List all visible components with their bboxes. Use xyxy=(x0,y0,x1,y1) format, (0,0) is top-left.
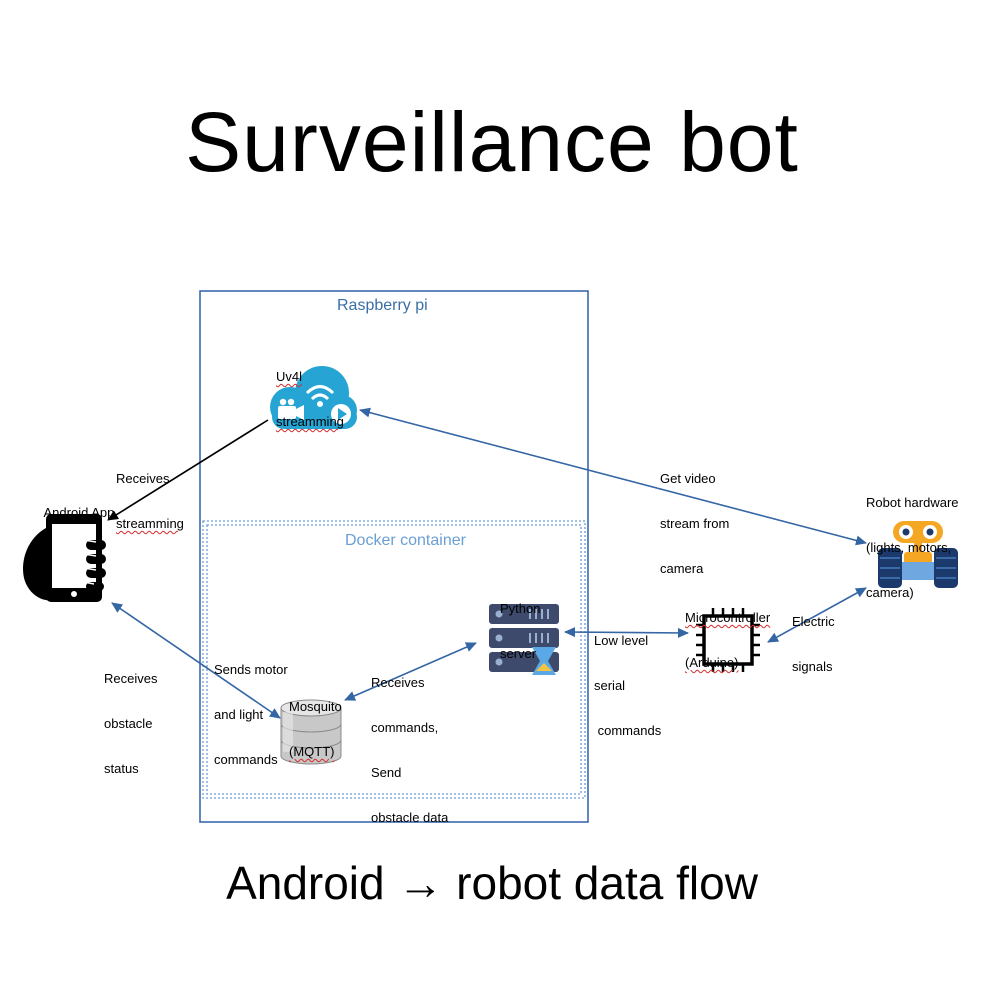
database-icon xyxy=(280,699,342,765)
edge-android-mosquito xyxy=(111,602,281,719)
chip-icon xyxy=(696,608,760,672)
robot-hardware-label: Robot hardware (lights, motors, camera) xyxy=(866,495,959,600)
edge-microcontroller-robot xyxy=(767,587,867,643)
footer-title: Android → robot data flow xyxy=(226,857,758,909)
android-app-label: Android App xyxy=(43,505,115,520)
smartphone-icon xyxy=(22,514,106,602)
docker-container-box xyxy=(202,520,586,799)
mosquito-label: Mosquito (MQTT) xyxy=(289,699,342,759)
microcontroller-label: Microcontroller (Arduino) xyxy=(685,610,771,670)
edge-label-receives-commands: Receives commands, Send obstacle data xyxy=(371,675,449,825)
edge-uv4l-robot xyxy=(359,407,867,546)
docker-container-label: Docker container xyxy=(345,532,466,549)
edge-label-get-video: Get video stream from camera xyxy=(660,471,730,576)
raspberry-pi-label: Raspberry pi xyxy=(337,297,428,314)
edge-mosquito-python xyxy=(344,642,477,701)
edge-label-electric-signals: Electric signals xyxy=(792,614,835,674)
server-icon xyxy=(489,604,559,675)
edge-label-receives-streamming: Receives streamming xyxy=(116,471,184,531)
python-server-label: Python server xyxy=(500,601,541,661)
robot-icon xyxy=(878,521,958,588)
page-title: Surveillance bot xyxy=(185,95,799,189)
uv4l-label: Uv4l streamming xyxy=(276,369,344,429)
raspberry-pi-box xyxy=(199,290,589,823)
edge-label-sends-motor: Sends motor and light commands xyxy=(214,662,288,767)
edge-uv4l-to-android xyxy=(107,419,269,521)
edge-label-receives-obstacle: Receives obstacle status xyxy=(104,671,158,776)
edge-label-low-level: Low level serial commands xyxy=(594,633,662,738)
edge-python-microcontroller xyxy=(564,627,689,638)
cloud-video-icon xyxy=(270,366,357,429)
